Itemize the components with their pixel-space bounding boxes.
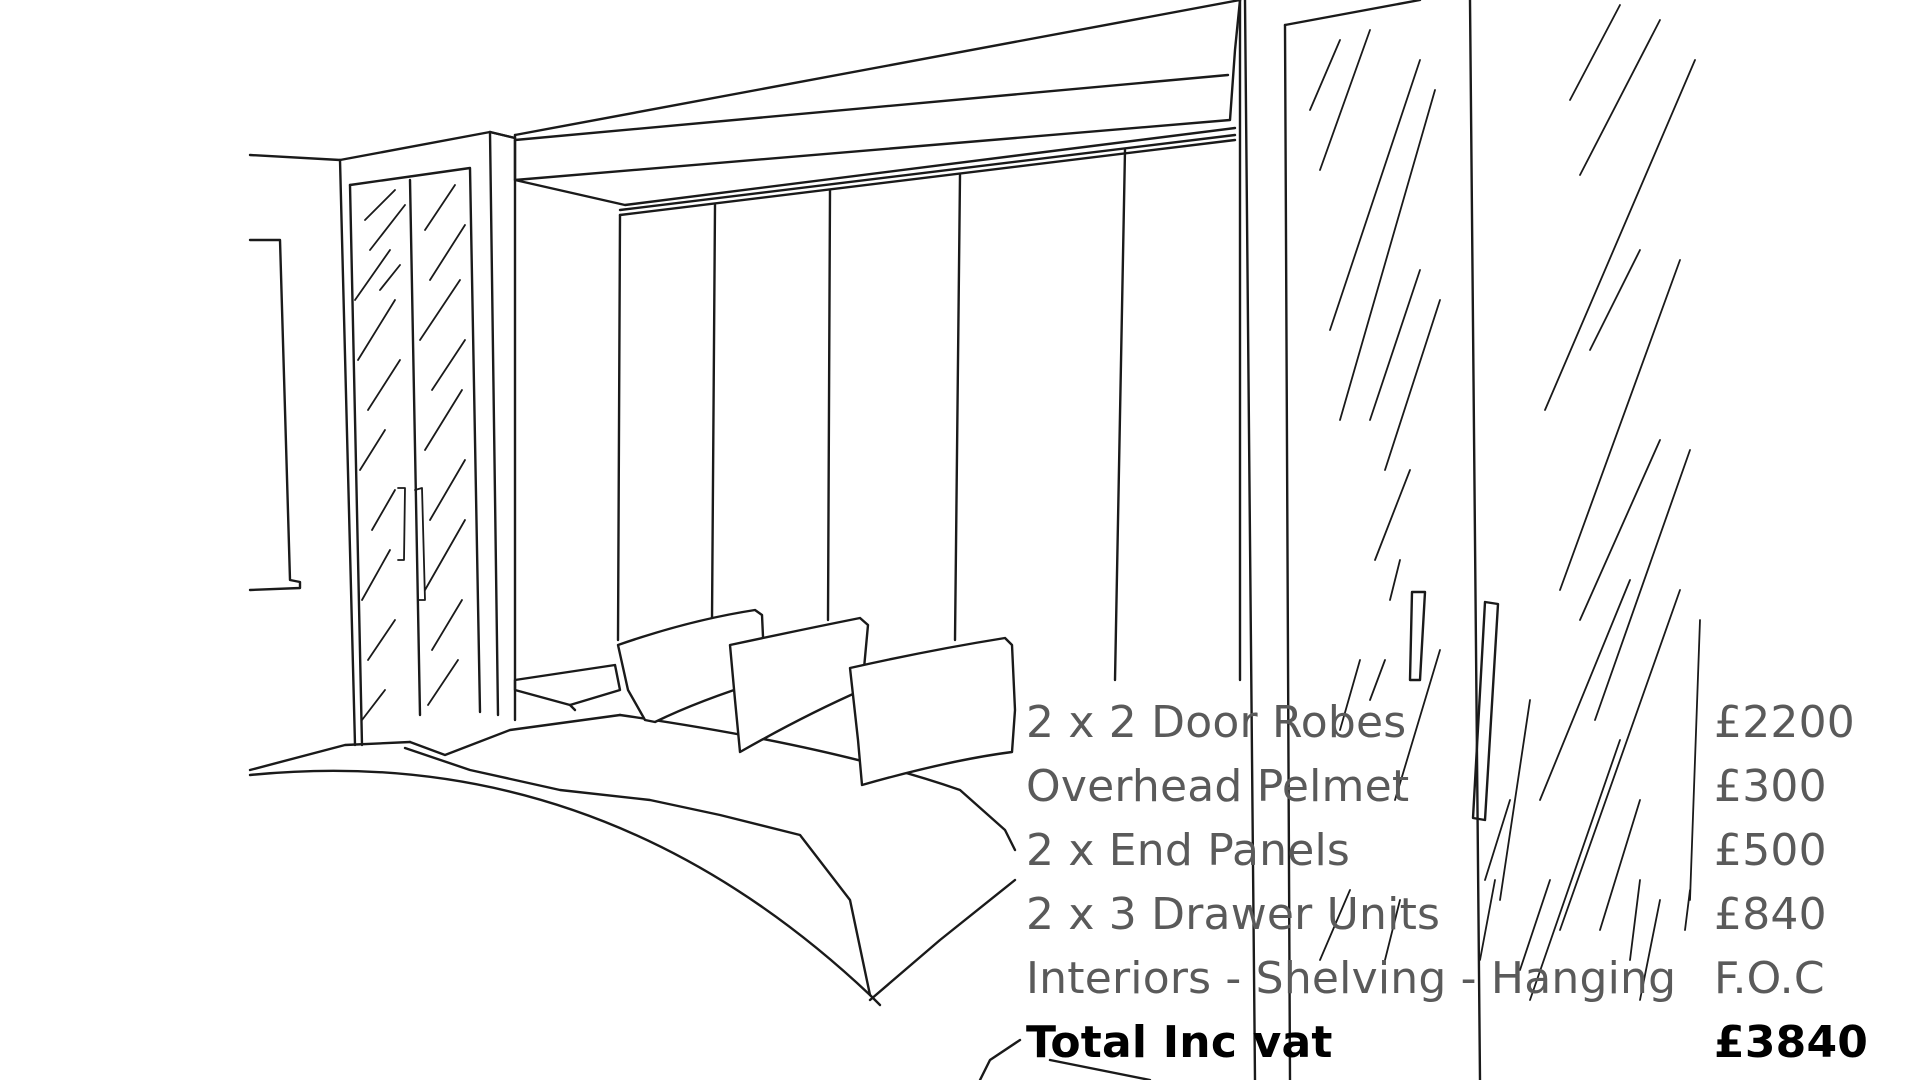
price-row-end-panels: 2 x End Panels £500 [1026, 818, 1896, 882]
total-price: £3840 [1714, 1016, 1869, 1068]
price-row-drawer-units: 2 x 3 Drawer Units £840 [1026, 882, 1896, 946]
price-list: 2 x 2 Door Robes £2200 Overhead Pelmet £… [1026, 690, 1896, 1074]
item-price: £500 [1714, 824, 1827, 876]
back-panels [616, 0, 1242, 682]
item-label: 2 x 3 Drawer Units [1026, 888, 1441, 940]
bedside-table [513, 663, 622, 712]
overhead-pelmet [513, 0, 1242, 217]
price-row-total: Total Inc vat £3840 [1026, 1010, 1896, 1074]
left-wardrobe [338, 130, 517, 747]
item-price: £840 [1714, 888, 1827, 940]
pillows [616, 608, 1017, 787]
bed [248, 713, 1152, 1080]
right-wardrobe [1243, 0, 1701, 1080]
item-label: Interiors - Shelving - Hanging [1026, 952, 1677, 1004]
price-row-robes: 2 x 2 Door Robes £2200 [1026, 690, 1896, 754]
item-label: Overhead Pelmet [1026, 760, 1410, 812]
price-row-interiors: Interiors - Shelving - Hanging F.O.C [1026, 946, 1896, 1010]
item-label: 2 x 2 Door Robes [1026, 696, 1407, 748]
total-label: Total Inc vat [1026, 1016, 1333, 1068]
item-price: £300 [1714, 760, 1827, 812]
window-frame [248, 153, 342, 592]
item-price: £2200 [1714, 696, 1855, 748]
item-label: 2 x End Panels [1026, 824, 1351, 876]
price-row-pelmet: Overhead Pelmet £300 [1026, 754, 1896, 818]
item-price: F.O.C [1714, 952, 1825, 1004]
